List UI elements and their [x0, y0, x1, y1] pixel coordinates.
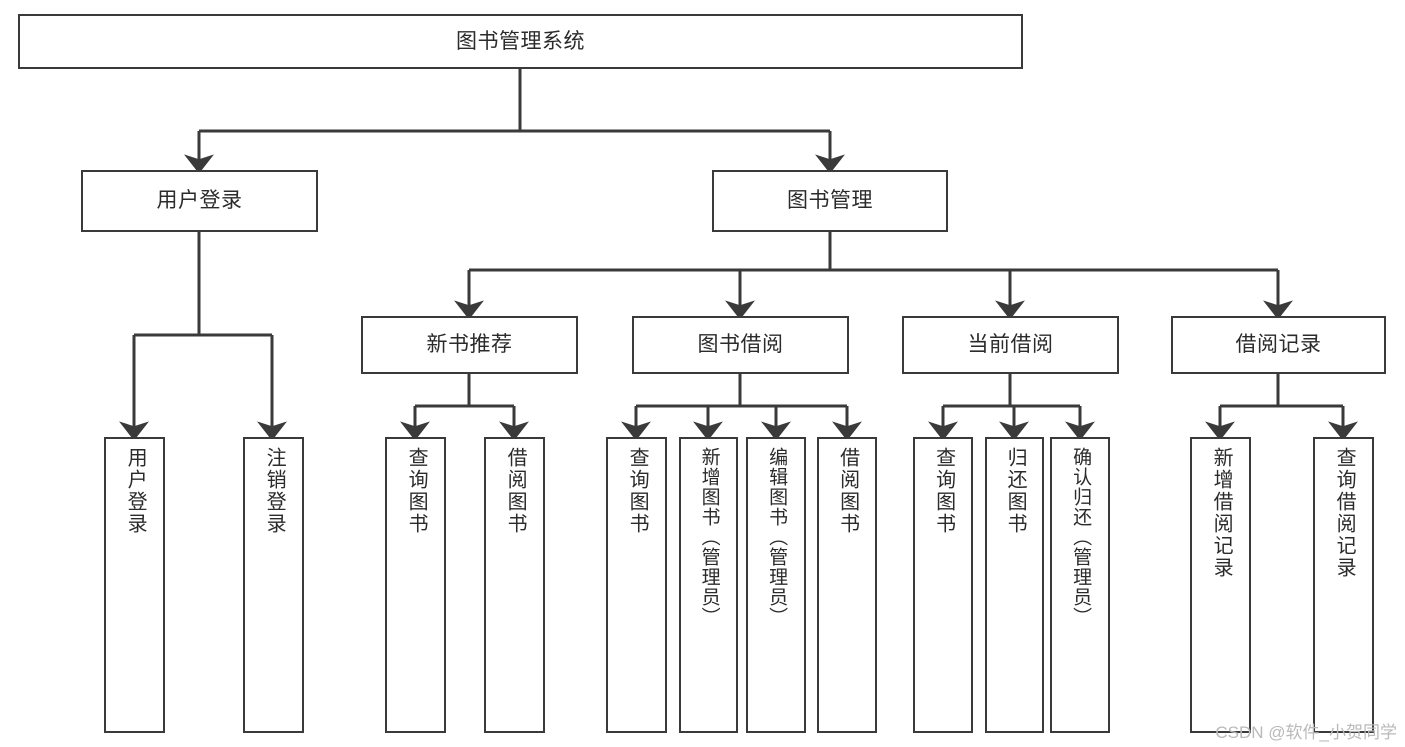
- node-leaf-borrow-book-1-label: 借阅图书: [504, 447, 527, 535]
- node-user-login[interactable]: 用户登录: [81, 170, 318, 232]
- node-leaf-confirm-return-label: 确认归还（管理员）: [1070, 447, 1092, 627]
- node-leaf-user-logout[interactable]: 注销登录: [243, 437, 304, 733]
- node-leaf-user-login[interactable]: 用户登录: [104, 437, 165, 733]
- node-leaf-return-book-label: 归还图书: [1004, 447, 1027, 535]
- node-leaf-edit-book[interactable]: 编辑图书（管理员）: [746, 437, 806, 733]
- node-leaf-add-book-label: 新增图书（管理员）: [698, 447, 720, 627]
- node-borrow-record[interactable]: 借阅记录: [1171, 316, 1386, 374]
- node-book-manage-label: 图书管理: [787, 189, 873, 213]
- node-leaf-add-record-label: 新增借阅记录: [1210, 447, 1233, 579]
- node-current-borrow[interactable]: 当前借阅: [902, 316, 1119, 374]
- node-root[interactable]: 图书管理系统: [18, 14, 1023, 69]
- node-leaf-query-book-2-label: 查询图书: [626, 447, 649, 535]
- node-book-manage[interactable]: 图书管理: [712, 170, 948, 232]
- node-new-book-recommend[interactable]: 新书推荐: [361, 316, 578, 374]
- node-leaf-borrow-book-2-label: 借阅图书: [836, 447, 859, 535]
- node-user-login-label: 用户登录: [156, 189, 243, 213]
- node-leaf-query-book-3[interactable]: 查询图书: [913, 437, 973, 733]
- node-borrow-record-label: 借阅记录: [1235, 333, 1322, 357]
- node-leaf-edit-book-label: 编辑图书（管理员）: [766, 447, 788, 627]
- node-leaf-query-book-1[interactable]: 查询图书: [385, 437, 446, 733]
- node-leaf-add-book[interactable]: 新增图书（管理员）: [679, 437, 738, 733]
- node-root-label: 图书管理系统: [456, 29, 585, 53]
- node-leaf-add-record[interactable]: 新增借阅记录: [1190, 437, 1251, 733]
- node-current-borrow-label: 当前借阅: [967, 333, 1054, 357]
- node-leaf-query-book-3-label: 查询图书: [932, 447, 955, 535]
- node-leaf-return-book[interactable]: 归还图书: [985, 437, 1044, 733]
- node-new-book-recommend-label: 新书推荐: [426, 333, 513, 357]
- node-leaf-user-logout-label: 注销登录: [263, 447, 286, 535]
- node-book-borrow-label: 图书借阅: [697, 333, 784, 357]
- node-leaf-query-record-label: 查询借阅记录: [1333, 447, 1356, 579]
- node-leaf-borrow-book-1[interactable]: 借阅图书: [484, 437, 545, 733]
- watermark-text: CSDN @软件_小贺同学: [1215, 723, 1397, 742]
- node-leaf-user-login-label: 用户登录: [124, 447, 147, 535]
- node-leaf-borrow-book-2[interactable]: 借阅图书: [817, 437, 877, 733]
- node-leaf-confirm-return[interactable]: 确认归还（管理员）: [1050, 437, 1110, 733]
- node-leaf-query-book-1-label: 查询图书: [405, 447, 428, 535]
- node-leaf-query-record[interactable]: 查询借阅记录: [1313, 437, 1374, 733]
- node-leaf-query-book-2[interactable]: 查询图书: [606, 437, 667, 733]
- node-book-borrow[interactable]: 图书借阅: [632, 316, 849, 374]
